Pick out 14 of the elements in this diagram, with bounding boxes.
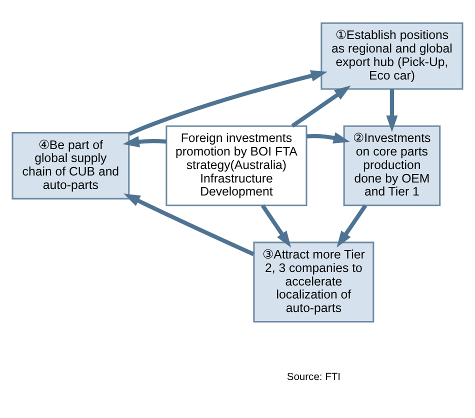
node-box: ①Establish positions as regional and global export hub (Pick-Up, Eco car) — [320, 22, 464, 90]
node-box: ②Investments on core parts production done by OEM and Tier 1 — [343, 124, 441, 206]
arrow — [124, 193, 254, 256]
arrow — [128, 70, 328, 136]
node-box: Foreign investments promotion by BOI FTA strategy(Australia) Infrastructure Development — [166, 124, 308, 206]
arrow — [336, 204, 368, 248]
arrow — [122, 135, 167, 147]
node-box: ④Be part of global supply chain of CUB and auto-parts — [12, 132, 130, 199]
node-box: ③Attract more Tier 2, 3 companies to accelerate localization of auto-parts — [253, 241, 374, 322]
arrow — [386, 88, 398, 132]
arrow — [306, 132, 350, 143]
arrow — [291, 85, 351, 128]
label: Source: FTI — [286, 371, 341, 382]
arrow — [260, 204, 292, 248]
